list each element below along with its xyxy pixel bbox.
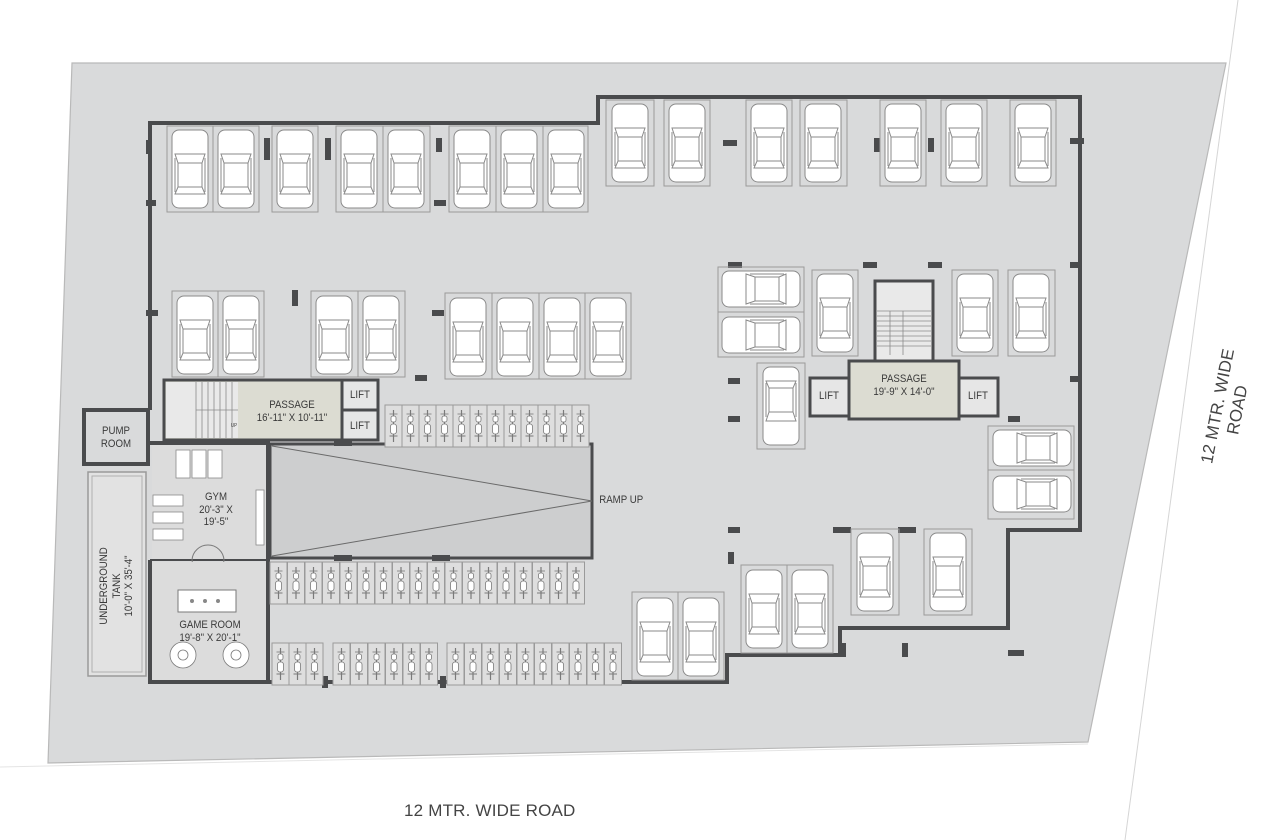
game-room-name: GAME ROOM [179, 619, 241, 631]
underground-tank-label: UNDERGROUND TANK 10'-0" X 35'-4" [98, 542, 136, 630]
passage-left-label: PASSAGE 16'-11" X 10'-11" [252, 399, 333, 424]
car-stalls-bottom-right [631, 528, 973, 681]
underground-tank [87, 471, 147, 677]
lift-left-1-label: LIFT [350, 389, 370, 401]
passage-right-name: PASSAGE [881, 373, 927, 385]
passage-right-size: 19'-9" X 14'-0" [873, 385, 935, 398]
bike-stalls-above-ramp [385, 405, 589, 447]
pump-room-line1: PUMP [102, 425, 130, 437]
passage-right-label: PASSAGE 19'-9" X 14'-0" [859, 373, 949, 398]
lift-right-1-label: LIFT [819, 390, 839, 402]
tank-line2: TANK [110, 573, 123, 599]
right-core [808, 279, 1000, 421]
tank-line1: UNDERGROUND [98, 547, 111, 625]
gym-size-2: 19'-5" [203, 516, 229, 529]
car-stalls-top-left [166, 125, 589, 213]
ramp [268, 442, 594, 560]
gym-label: GYM 20'-3" X 19'-5" [190, 491, 243, 529]
ramp-up-label: RAMP UP [599, 494, 644, 506]
pump-room-line2: ROOM [100, 437, 132, 450]
outer-walls [148, 95, 1082, 684]
stair-up-label: UP [230, 423, 238, 429]
car-stalls-middle-left [171, 290, 632, 380]
pump-room [86, 412, 146, 462]
gym-name: GYM [204, 491, 228, 503]
car-stalls-right-core [717, 266, 1075, 520]
gym-equipment-icon [152, 449, 265, 546]
lift-left-2-label: LIFT [350, 420, 370, 432]
pool-table-icon [177, 589, 237, 613]
passage-left-size: 16'-11" X 10'-11" [256, 411, 328, 424]
road-edge-right [1124, 0, 1239, 840]
seating-icon [169, 641, 250, 669]
gym-size-1: 20'-3" X [199, 503, 233, 516]
lift-right-2-label: LIFT [968, 390, 988, 402]
road-edge-bottom [0, 743, 1089, 768]
game-room-size: 19'-8" X 20'-1" [179, 631, 241, 644]
road-label-bottom: 12 MTR. WIDE ROAD [404, 801, 576, 820]
tank-size: 10'-0" X 35'-4" [123, 555, 136, 617]
pump-room-label: PUMP ROOM [91, 425, 140, 450]
passage-left-name: PASSAGE [269, 399, 315, 411]
car-stalls-top-right [605, 99, 1057, 187]
bike-stalls-below-ramp [270, 562, 585, 604]
game-room-label: GAME ROOM 19'-8" X 20'-1" [166, 619, 254, 644]
left-core [162, 378, 380, 442]
